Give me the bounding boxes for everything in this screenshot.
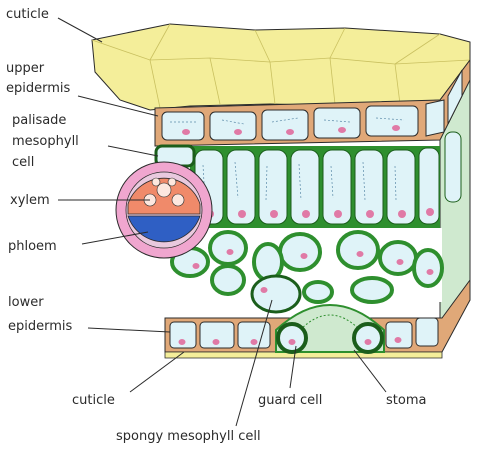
spongy-cell-highlight (250, 274, 302, 314)
palisade-layer (154, 131, 462, 228)
cuticle-top-layer (91, 23, 471, 111)
label-guard-cell: guard cell (258, 393, 322, 408)
upper-epidermis-layer (154, 58, 471, 147)
label-cuticle-top: cuticle (6, 7, 49, 22)
label-cuticle-bottom: cuticle (72, 393, 115, 408)
label-upper-epidermis: upper epidermis (6, 61, 71, 96)
guard-cell-right (352, 322, 384, 354)
spongy-mesophyll-layer (170, 228, 444, 314)
phloem-region (127, 215, 201, 243)
vascular-bundle (115, 161, 213, 259)
label-phloem: phloem (8, 239, 57, 254)
lower-epidermis-layer (164, 278, 471, 359)
leader-lines (57, 17, 387, 427)
guard-cell-left (276, 322, 308, 354)
label-lower-epidermis: lower epidermis (8, 295, 73, 334)
label-spongy-mesophyll-cell: spongy mesophyll cell (116, 429, 261, 444)
labels: cuticle upper epidermis palisade mesophy… (6, 7, 426, 444)
label-stoma: stoma (386, 393, 426, 408)
leaf-block (91, 23, 471, 359)
label-palisade-mesophyll-cell: palisade mesophyll cell (12, 113, 83, 170)
label-xylem: xylem (10, 193, 50, 208)
